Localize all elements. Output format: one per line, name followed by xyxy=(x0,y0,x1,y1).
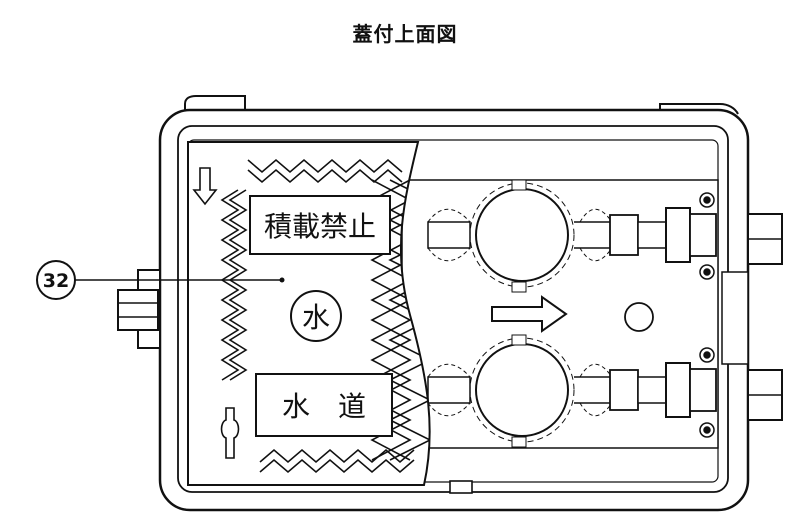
water-meter-upper xyxy=(427,179,717,293)
water-symbol-circle xyxy=(290,290,342,342)
right-pipe-fitting-upper xyxy=(747,213,783,265)
mounting-bolts xyxy=(699,192,715,438)
callout-number: 32 xyxy=(43,270,69,292)
top-ledge xyxy=(184,95,246,110)
label-no-loading: 積載禁止 xyxy=(264,210,376,243)
label-plate-top xyxy=(249,195,391,255)
top-ledge xyxy=(659,103,739,115)
down-arrow-icon xyxy=(192,167,218,206)
diagram-title: 蓋付上面図 xyxy=(352,22,458,46)
water-meter-lower xyxy=(427,334,717,448)
right-side-channel xyxy=(721,271,749,365)
left-pipe-fitting xyxy=(117,269,161,349)
lid-handle-icon xyxy=(220,407,240,459)
lid-cutaway: 積載禁止 水 水 道 xyxy=(187,141,431,486)
right-pipe-fitting-lower xyxy=(747,369,783,421)
water-symbol-text: 水 xyxy=(302,301,330,334)
inspection-hole xyxy=(624,302,654,332)
flow-direction-arrow-icon xyxy=(491,295,568,333)
callout-32: 32 xyxy=(36,260,282,300)
label-plate-bottom xyxy=(255,373,393,437)
label-water-supply: 水 道 xyxy=(282,390,366,423)
bottom-latch xyxy=(449,480,473,494)
